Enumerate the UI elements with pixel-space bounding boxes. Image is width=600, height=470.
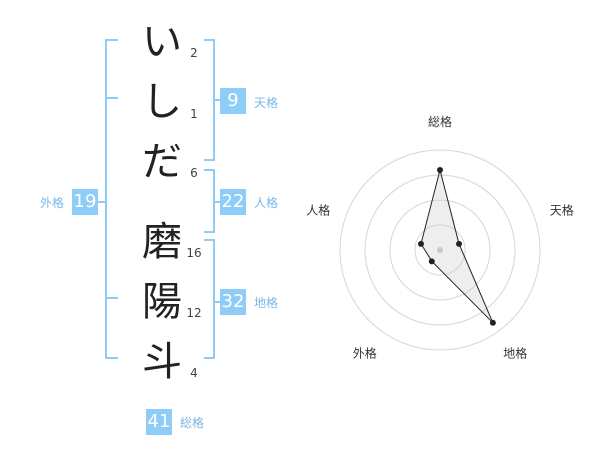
radar-point-4 <box>428 258 435 265</box>
stroke-count-3: 6 <box>190 166 198 180</box>
radar-ring-1 <box>414 224 466 276</box>
name-char-4: 磨 <box>142 219 182 265</box>
name-char-5: 陽 <box>142 279 182 325</box>
radar-point-2 <box>456 240 463 247</box>
radar-axis-label-2: 天格 <box>550 202 574 217</box>
radar-series-polygon <box>420 169 494 324</box>
gaikaku-value: 19 <box>72 189 98 215</box>
name-char-2: し <box>142 79 182 125</box>
chikaku-label: 地格 <box>254 296 279 310</box>
stroke-count-6: 4 <box>190 366 198 380</box>
gaikaku-bracket <box>105 39 118 359</box>
radar-center <box>437 247 443 253</box>
stroke-count-5: 12 <box>186 306 202 320</box>
radar-ring-3 <box>364 174 516 326</box>
radar-point-1 <box>437 167 443 173</box>
soukaku-label: 総格 <box>180 416 205 430</box>
tenkaku-value: 9 <box>220 88 246 114</box>
jinkaku-label: 人格 <box>254 196 279 210</box>
radar-axis-label-4: 外格 <box>353 346 377 361</box>
stroke-count-1: 2 <box>190 46 198 60</box>
radar-axis-label-5: 人格 <box>306 202 330 217</box>
radar-ring-2 <box>389 199 491 301</box>
stroke-count-4: 16 <box>186 246 202 260</box>
chikaku-bracket <box>204 239 215 359</box>
radar-axis-label-1: 総格 <box>428 114 452 129</box>
gaikaku-label: 外格 <box>40 196 65 210</box>
radar-point-5 <box>417 240 424 247</box>
stroke-count-2: 1 <box>190 107 198 121</box>
name-char-3: だ <box>142 139 182 185</box>
soukaku-value: 41 <box>146 409 172 435</box>
name-char-6: 斗 <box>142 339 182 385</box>
name-char-1: い <box>142 19 182 65</box>
chikaku-value: 32 <box>220 289 246 315</box>
radar-point-3 <box>489 319 496 326</box>
jinkaku-value: 22 <box>220 189 246 215</box>
radar-ring-4 <box>339 149 541 351</box>
tenkaku-label: 天格 <box>254 96 279 110</box>
radar-axis-label-3: 地格 <box>503 346 527 361</box>
